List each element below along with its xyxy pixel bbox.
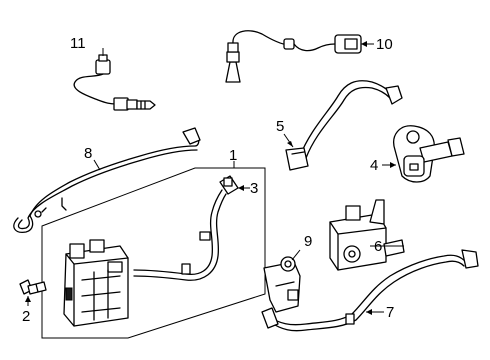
part-2-fitting bbox=[19, 279, 47, 295]
leader-9 bbox=[291, 249, 301, 261]
callout-11: 11 bbox=[70, 35, 86, 52]
leader-8 bbox=[93, 159, 101, 171]
part-canister bbox=[63, 239, 129, 327]
part-5-vapor-hose bbox=[285, 80, 403, 171]
part-1-canister-assembly-frame bbox=[41, 167, 266, 339]
part-8-vent-pipe bbox=[13, 127, 201, 233]
part-11-oxygen-sensor bbox=[73, 54, 156, 111]
callout-1: 1 bbox=[229, 147, 237, 164]
part-7-long-hose bbox=[261, 249, 479, 332]
part-10-oxygen-sensor bbox=[225, 30, 362, 83]
part-canister-hose bbox=[133, 189, 227, 281]
part-9-bracket bbox=[263, 256, 301, 313]
callout-3: 3 bbox=[250, 180, 258, 197]
callout-8: 8 bbox=[84, 145, 92, 162]
part-6-leak-detection-pump bbox=[329, 199, 405, 271]
callout-2: 2 bbox=[22, 308, 30, 325]
part-3-hose-connector bbox=[219, 175, 239, 195]
callout-6: 6 bbox=[374, 238, 382, 255]
part-4-purge-valve bbox=[393, 125, 465, 183]
callout-10: 10 bbox=[376, 36, 393, 53]
callout-9: 9 bbox=[304, 233, 312, 250]
callout-7: 7 bbox=[386, 304, 394, 321]
callout-4: 4 bbox=[370, 157, 378, 174]
callout-5: 5 bbox=[276, 118, 284, 135]
